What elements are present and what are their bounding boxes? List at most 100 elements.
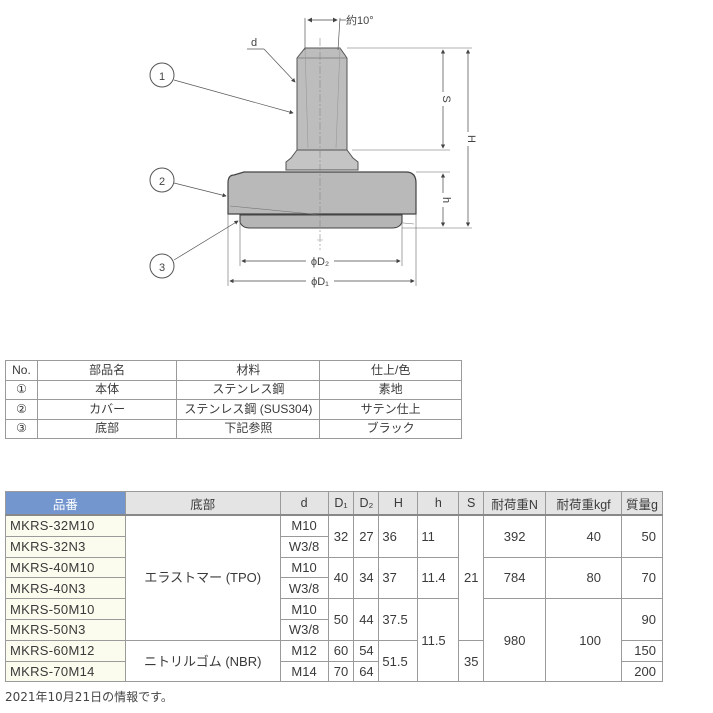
cell-mass: 200 (620, 660, 664, 683)
table-row: MKRS-70M14 M14 70 64 200 (5, 660, 664, 683)
cell-part-no: MKRS-32M10 (5, 514, 126, 537)
table-row: MKRS-40M10 M10 40 34 37 11.4 784 80 70 (5, 556, 664, 600)
svg-text:3: 3 (159, 262, 165, 274)
cell-H: 36 (378, 514, 419, 558)
dim-h: h (440, 197, 452, 203)
table-row: MKRS-40N3 W3/8 (5, 577, 663, 600)
header-S: S (458, 491, 485, 516)
cell-h: 11 (417, 514, 460, 558)
cell-D1: 60 (327, 639, 355, 662)
cell-h: 11.5 (417, 598, 460, 683)
cell-d: M10 (279, 556, 329, 579)
cell-material: ステンレス鋼 (176, 379, 321, 400)
header-D2: D₂ (353, 491, 380, 516)
cell-D1: 50 (327, 598, 355, 641)
cell-d: W3/8 (279, 535, 329, 558)
header-load-kgf: 耐荷重kgf (545, 491, 622, 516)
header-d: d (279, 491, 329, 516)
cell-finish: 素地 (319, 379, 462, 400)
cell-d: M10 (279, 598, 329, 620)
cell-d: M10 (279, 514, 329, 537)
cell-D2: 54 (353, 639, 380, 662)
cell-load-kgf: 100 (545, 598, 622, 683)
dim-S: S (440, 95, 452, 102)
cell-part-no: MKRS-60M12 (5, 639, 126, 662)
header-load-n: 耐荷重N (483, 491, 547, 516)
table-row: MKRS-60M12 ニトリルゴム (NBR) M12 60 54 51.5 3… (5, 639, 664, 683)
cell-no: ① (5, 379, 38, 400)
table-row: MKRS-32M10 エラストマー (TPO) M10 32 27 36 11 … (5, 514, 664, 641)
dim-H: H (465, 135, 477, 143)
cell-d: M14 (279, 660, 329, 683)
table-row: MKRS-32N3 W3/8 (5, 535, 663, 558)
parts-header-row: No. 部品名 材料 仕上/色 (5, 360, 462, 381)
table-row: MKRS-50M10 M10 50 44 37.5 11.5 980 100 9… (5, 598, 664, 683)
cell-material: 下記参照 (176, 418, 321, 439)
cell-part-name: カバー (36, 399, 178, 420)
cell-H: 51.5 (378, 639, 419, 683)
cell-D1: 70 (327, 660, 355, 683)
cell-D2: 27 (353, 514, 380, 558)
cell-mass: 70 (620, 556, 664, 600)
cell-H: 37.5 (378, 598, 419, 641)
spec-table: 品番 底部 d D₁ D₂ H h S 耐荷重N 耐荷重kgf 質量g MKRS… (5, 491, 664, 683)
cell-mass: 50 (620, 514, 664, 558)
thread-label: d (251, 37, 257, 49)
cell-mass: 150 (620, 639, 664, 662)
cell-h: 11.4 (417, 556, 460, 600)
cell-part-no: MKRS-40N3 (5, 577, 126, 600)
header-material: 材料 (176, 360, 321, 381)
cell-finish: サテン仕上 (319, 399, 462, 420)
cell-d: M12 (279, 639, 329, 662)
callout-1: 1 (149, 62, 294, 115)
spec-header-row: 品番 底部 d D₁ D₂ H h S 耐荷重N 耐荷重kgf 質量g (5, 491, 664, 516)
cell-load-n: 784 (483, 556, 547, 600)
cell-D1: 32 (327, 514, 355, 558)
table-row: ③ 底部 下記参照 ブラック (5, 418, 462, 439)
header-h: h (417, 491, 460, 516)
technical-drawing: 約10° d 1 2 3 S H (140, 0, 480, 300)
cell-D2: 34 (353, 556, 380, 600)
table-row: MKRS-50N3 W3/8 (5, 618, 663, 641)
header-part-name: 部品名 (36, 360, 178, 381)
info-date-note: 2021年10月21日の情報です。 (5, 690, 173, 704)
cell-part-no: MKRS-40M10 (5, 556, 126, 579)
cell-d: W3/8 (279, 577, 329, 600)
cell-part-no: MKRS-70M14 (5, 660, 126, 683)
cell-material: ステンレス鋼 (SUS304) (176, 399, 321, 420)
cell-D2: 44 (353, 598, 380, 641)
cell-D1: 40 (327, 556, 355, 600)
cell-mass: 90 (620, 598, 664, 641)
header-part-no: 品番 (5, 491, 126, 516)
header-no: No. (5, 360, 38, 381)
cell-d: W3/8 (279, 618, 329, 641)
cell-part-no: MKRS-50N3 (5, 618, 126, 641)
header-bottom: 底部 (124, 491, 281, 516)
callout-3: 3 (149, 220, 239, 279)
parts-table: No. 部品名 材料 仕上/色 ① 本体 ステンレス鋼 素地 ② カバー ステン… (5, 360, 462, 439)
cell-load-n: 980 (483, 598, 547, 683)
cell-part-name: 底部 (36, 418, 178, 439)
dim-D2: ϕD₂ (311, 256, 329, 268)
callout-2: 2 (149, 167, 227, 198)
cell-part-no: MKRS-32N3 (5, 535, 126, 558)
cell-bottom: ニトリルゴム (NBR) (124, 639, 281, 683)
cell-finish: ブラック (319, 418, 462, 439)
cell-part-name: 本体 (36, 379, 178, 400)
cell-S: 21 (458, 514, 485, 641)
cell-load-n: 392 (483, 514, 547, 558)
cell-D2: 64 (353, 660, 380, 683)
cell-H: 37 (378, 556, 419, 600)
table-row: ② カバー ステンレス鋼 (SUS304) サテン仕上 (5, 399, 462, 420)
header-mass: 質量g (620, 491, 664, 516)
cell-no: ② (5, 399, 38, 420)
header-H: H (378, 491, 419, 516)
svg-text:2: 2 (159, 176, 165, 188)
cell-no: ③ (5, 418, 38, 439)
table-row: ① 本体 ステンレス鋼 素地 (5, 379, 462, 400)
cell-part-no: MKRS-50M10 (5, 598, 126, 620)
header-finish: 仕上/色 (319, 360, 462, 381)
cell-load-kgf: 80 (545, 556, 622, 600)
cell-bottom: エラストマー (TPO) (124, 514, 281, 641)
angle-label: 約10° (346, 13, 374, 27)
